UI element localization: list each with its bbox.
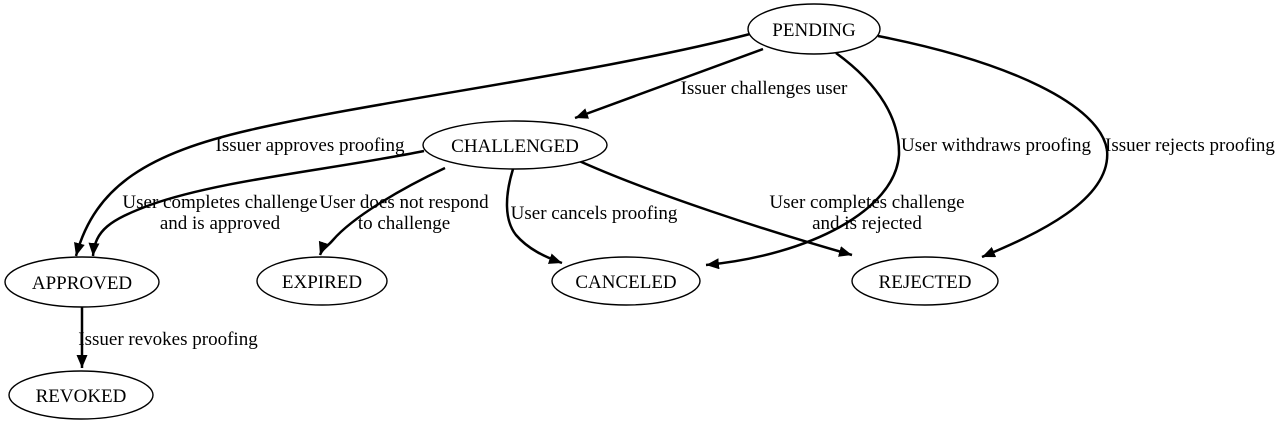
node-challenged-ellipse bbox=[422, 120, 608, 170]
node-expired-label: EXPIRED bbox=[282, 272, 362, 293]
edge-pending-approved-path bbox=[74, 32, 751, 257]
node-challenged: CHALLENGED bbox=[422, 120, 608, 170]
node-rejected-ellipse bbox=[851, 256, 999, 306]
edge-challenged-rejected: User completes challenge and is rejected bbox=[576, 158, 965, 257]
node-revoked: REVOKED bbox=[8, 370, 154, 420]
edge-challenged-canceled-path bbox=[505, 168, 563, 265]
edge-challenged-approved-label-line1: User completes challenge bbox=[122, 192, 317, 213]
edge-approved-revoked-label: Issuer revokes proofing bbox=[78, 329, 258, 350]
node-expired-ellipse bbox=[256, 256, 388, 306]
edge-pending-canceled: User withdraws proofing bbox=[705, 51, 1091, 270]
edge-pending-canceled-label: User withdraws proofing bbox=[901, 135, 1091, 156]
edge-pending-approved: Issuer approves proofing bbox=[74, 32, 751, 257]
node-pending-label: PENDING bbox=[772, 20, 856, 41]
node-approved-label: APPROVED bbox=[32, 273, 132, 294]
edge-challenged-rejected-label-line2: and is rejected bbox=[812, 213, 922, 234]
edge-pending-challenged-label: Issuer challenges user bbox=[681, 78, 848, 99]
edge-pending-challenged: Issuer challenges user bbox=[574, 47, 848, 120]
edge-challenged-approved: User completes challenge and is approved bbox=[88, 149, 425, 257]
edge-challenged-expired-label-line1: User does not respond bbox=[319, 192, 489, 213]
edge-pending-rejected-path bbox=[877, 34, 1109, 259]
edge-pending-canceled-path bbox=[705, 51, 901, 270]
edge-pending-rejected-label: Issuer rejects proofing bbox=[1105, 135, 1275, 156]
node-rejected: REJECTED bbox=[851, 256, 999, 306]
node-canceled: CANCELED bbox=[551, 256, 701, 306]
edge-challenged-expired-path bbox=[318, 166, 446, 256]
node-pending-ellipse bbox=[747, 3, 881, 55]
edge-approved-revoked: Issuer revokes proofing bbox=[76, 307, 258, 368]
edge-challenged-approved-path bbox=[88, 149, 425, 257]
edge-challenged-approved-label-line2: and is approved bbox=[160, 213, 281, 234]
node-rejected-label: REJECTED bbox=[879, 272, 972, 293]
node-pending: PENDING bbox=[747, 3, 881, 55]
node-challenged-label: CHALLENGED bbox=[451, 136, 579, 157]
edge-challenged-expired: User does not respond to challenge bbox=[318, 166, 489, 256]
edge-challenged-rejected-label-line1: User completes challenge bbox=[769, 192, 964, 213]
edge-challenged-expired-label-line2: to challenge bbox=[358, 213, 450, 234]
edge-pending-rejected: Issuer rejects proofing bbox=[877, 34, 1275, 259]
edge-pending-approved-label: Issuer approves proofing bbox=[216, 135, 405, 156]
node-approved: APPROVED bbox=[4, 256, 160, 308]
node-canceled-ellipse bbox=[551, 256, 701, 306]
edge-challenged-rejected-path bbox=[576, 158, 853, 257]
edge-pending-challenged-path bbox=[574, 47, 764, 120]
node-canceled-label: CANCELED bbox=[575, 272, 676, 293]
node-expired: EXPIRED bbox=[256, 256, 388, 306]
edge-challenged-canceled-label: User cancels proofing bbox=[511, 203, 678, 224]
edge-challenged-canceled: User cancels proofing bbox=[505, 168, 678, 265]
node-revoked-label: REVOKED bbox=[36, 386, 127, 407]
node-approved-ellipse bbox=[4, 256, 160, 308]
node-revoked-ellipse bbox=[8, 370, 154, 420]
